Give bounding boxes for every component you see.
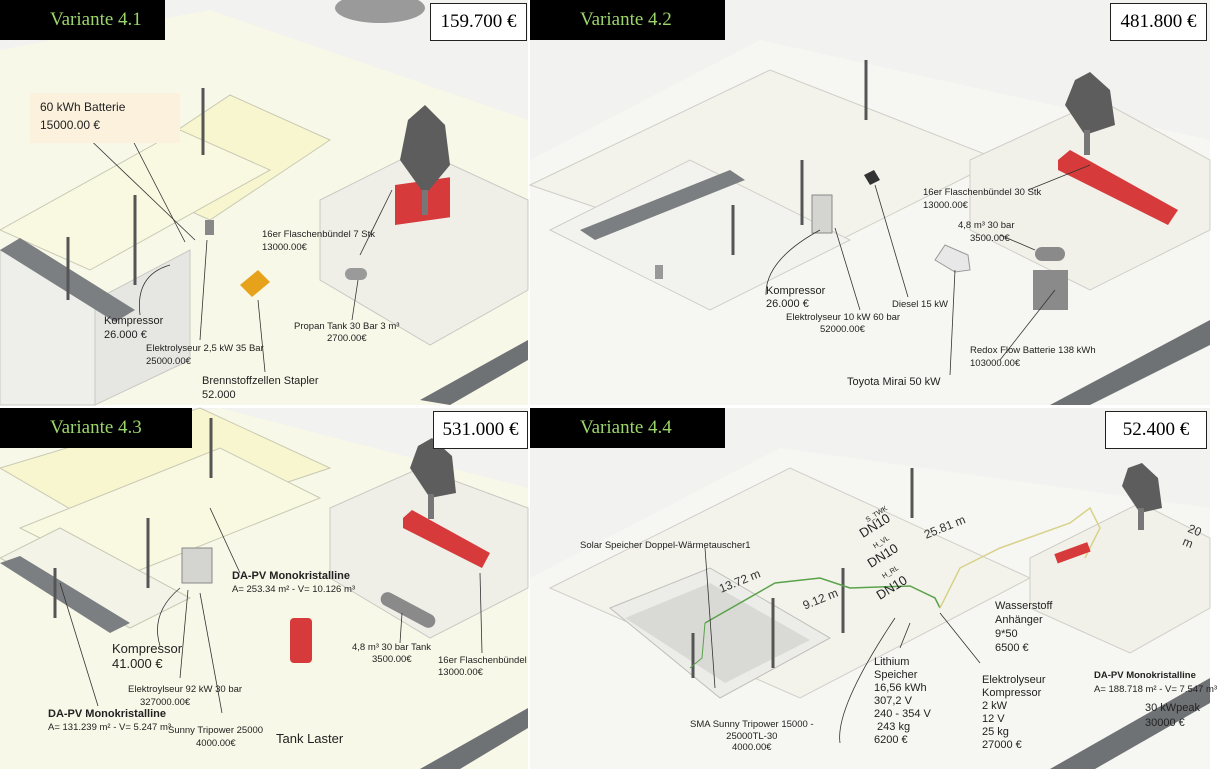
variant-badge: Variante 4.2 [530,0,725,40]
tank-title: 4,8 m³ 30 bar [958,220,1015,231]
trailer-size: 9*50 [995,628,1018,640]
panel-variante-4-1: Variante 4.1 159.700 € 60 kWh Batterie 1… [0,0,529,406]
compressor-title: Kompressor [104,315,164,327]
diesel-label: Diesel 15 kW [892,299,948,310]
redox-title: Redox Flow Batterie 138 kWh [970,345,1096,356]
pv-sub: A= 188.718 m² - V= 7.547 m³ [1094,684,1217,695]
battery-label-box [30,93,180,143]
electrolyzer-title: Elektroylseur 92 kW 30 bar [128,684,243,695]
forklift-title: Brennstoffzellen Stapler [202,375,319,387]
solar-storage-label: Solar Speicher Doppel-Wärmetauscher1 [580,540,751,551]
peak-price: 30000 € [1145,717,1185,729]
electrolyzer-price: 52000.00€ [820,324,865,335]
inverter-price: 4000.00€ [196,738,236,749]
battery-price: 15000.00 € [40,118,101,132]
panel-variante-4-3: Variante 4.3 531.000 € DA-PV Monokristal… [0,407,529,769]
electrolyzer-price: 25000.00€ [146,356,191,367]
trailer-line2: Anhänger [995,614,1043,626]
variant-price: 531.000 € [433,411,528,449]
battery-title: 60 kWh Batterie [40,100,126,114]
bottles-price: 13000.00€ [262,242,307,253]
panel-variante-4-2: Variante 4.2 481.800 € 16er Flaschenbünd… [528,0,1211,405]
bottles-price: 13000.00€ [438,667,483,678]
compressor-title: Kompressor [112,641,183,656]
pv-title: DA-PV Monokristalline [1094,670,1196,681]
bottles-title: 16er Flaschenbündel [438,655,527,666]
variant-price: 481.800 € [1110,3,1207,41]
bottles-title: 16er Flaschenbündel 30 Stk [923,187,1042,198]
tank-price: 3500.00€ [970,233,1010,244]
site-drawing [528,40,1211,405]
variant-price: 52.400 € [1105,411,1207,449]
mirai-label: Toyota Mirai 50 kW [847,376,941,388]
site-drawing [0,407,529,769]
variant-badge: Variante 4.4 [530,408,725,448]
site-drawing [530,448,1211,769]
compressor-price: 41.000 € [112,656,163,671]
bottles-price: 13000.00€ [923,200,968,211]
compressor-price: 26.000 € [766,298,809,310]
forklift-price: 52.000 [202,389,236,401]
variant-price: 159.700 € [430,3,527,41]
trailer-title: Wasserstoff [995,600,1053,612]
electrolyzer-title: Elektrolyseur 10 kW 60 bar [786,312,901,323]
pv2-sub: A= 131.239 m² - V= 5.247 m³ [48,722,172,733]
inverter-title: Sunny Tripower 25000 [168,725,264,736]
pv-title: DA-PV Monokristalline [232,570,350,582]
compressor-price: 26.000 € [104,329,147,341]
site-drawing [0,0,529,406]
compressor-title: Kompressor [766,285,826,297]
lithium-storage-specs: Lithium Speicher 16,56 kWh 307,2 V 240 -… [874,656,931,746]
trailer-price: 6500 € [995,642,1029,654]
tank-title: 4,8 m³ 30 bar Tank [352,642,432,653]
variant-badge: Variante 4.1 [0,0,165,40]
propane-price: 2700.00€ [327,333,367,344]
electrolyzer-price: 327000.00€ [140,697,191,708]
inverter-label: SMA Sunny Tripower 15000 - 25000TL-30 40… [690,719,814,753]
propane-title: Propan Tank 30 Bar 3 m³ [294,321,400,332]
electrolyzer-specs: Elektrolyseur Kompressor 2 kW 12 V 25 kg… [982,674,1046,751]
variant-badge: Variante 4.3 [0,408,192,448]
panel-variante-4-4: Variante 4.4 52.400 € Solar Speicher Dop… [530,408,1217,769]
tank-price: 3500.00€ [372,654,412,665]
pv2-title: DA-PV Monokristalline [48,708,166,720]
bottles-title: 16er Flaschenbündel 7 Stk [262,229,376,240]
redox-price: 103000.00€ [970,358,1021,369]
pv-sub: A= 253.34 m² - V= 10.126 m³ [232,584,356,595]
electrolyzer-title: Elektrolyseur 2,5 kW 35 Bar [146,343,264,354]
truck-label: Tank Laster [276,731,344,746]
peak-label: 30 kWpeak [1145,702,1201,714]
